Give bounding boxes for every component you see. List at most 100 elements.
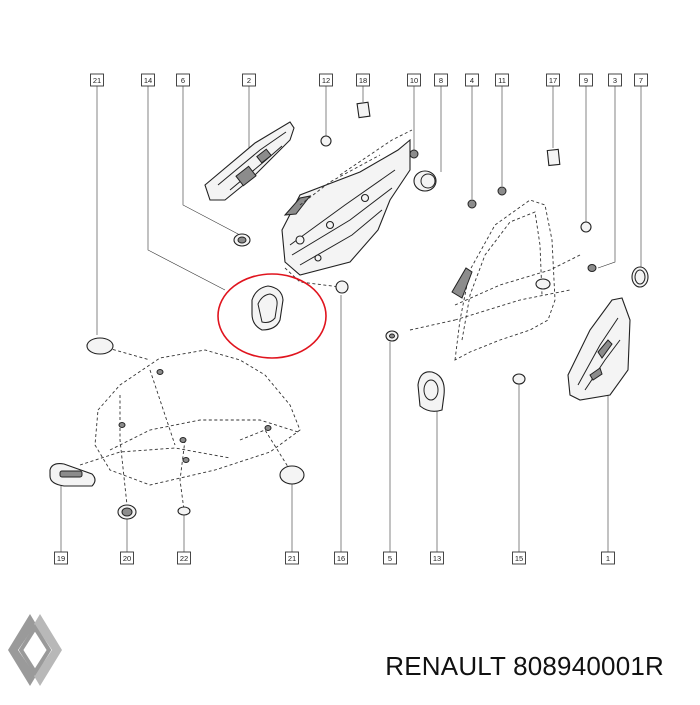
door-inner-mechanism	[281, 129, 413, 288]
callout-3: 3	[597, 73, 622, 269]
door-lower-outline	[79, 344, 301, 511]
part-5-clip	[385, 330, 399, 342]
callout-8: 8	[434, 73, 448, 172]
callout-box	[634, 73, 648, 87]
part-16-clip	[335, 280, 349, 294]
callout-box	[176, 73, 190, 87]
part-21-disc-bottom	[279, 465, 305, 485]
part-17-label	[546, 148, 561, 167]
callout-box	[120, 551, 134, 565]
part-1-trim-panel	[567, 297, 631, 401]
renault-diamond-logo-icon	[8, 614, 62, 686]
callout-label: 22	[180, 554, 188, 563]
callout-box	[383, 551, 397, 565]
part-21-disc-top	[86, 337, 114, 355]
callout-label: 19	[57, 554, 65, 563]
callout-box	[495, 73, 509, 87]
callout-label: 15	[515, 554, 523, 563]
callout-group: 21 14 6 2 12 18 10 8 4 11 17 9 3 7 19 20 22 21 16 5 13 15 1	[54, 73, 648, 565]
brand-name: RENAULT	[385, 651, 506, 681]
callout-10: 10	[407, 73, 421, 150]
callout-label: 3	[613, 76, 617, 85]
callout-16: 16	[334, 295, 348, 565]
callout-17: 17	[546, 73, 560, 148]
part-3-clip	[587, 264, 597, 272]
callout-21: 21	[285, 482, 299, 565]
door-frame	[409, 199, 581, 361]
callout-box	[334, 551, 348, 565]
callout-label: 11	[498, 76, 506, 85]
callout-18: 18	[356, 73, 370, 102]
callout-label: 13	[433, 554, 441, 563]
part-10-clip	[409, 149, 419, 159]
callout-box	[141, 73, 155, 87]
callout-box	[512, 551, 526, 565]
part-18-label	[356, 101, 371, 119]
callout-box	[465, 73, 479, 87]
callout-label: 14	[144, 76, 152, 85]
part-8-disc	[413, 170, 437, 192]
callout-box	[319, 73, 333, 87]
callout-label: 21	[288, 554, 296, 563]
callout-13: 13	[430, 410, 444, 565]
callout-12: 12	[319, 73, 333, 136]
part-22-ring	[177, 506, 191, 516]
callout-15: 15	[512, 384, 526, 565]
callout-label: 9	[584, 76, 588, 85]
callout-11: 11	[495, 73, 509, 186]
callout-box	[90, 73, 104, 87]
callout-2: 2	[242, 73, 256, 155]
part-12-clip	[320, 135, 332, 147]
leader-line	[597, 86, 616, 269]
callout-label: 5	[388, 554, 392, 563]
callout-7: 7	[634, 73, 648, 267]
callout-label: 12	[322, 76, 330, 85]
leader-line	[147, 86, 226, 291]
callout-14: 14	[141, 73, 226, 291]
callout-box	[430, 551, 444, 565]
callout-label: 1	[606, 554, 610, 563]
callout-label: 8	[439, 76, 443, 85]
callout-5: 5	[383, 342, 397, 565]
callout-box	[579, 73, 593, 87]
callout-22: 22	[177, 515, 191, 565]
callout-label: 20	[123, 554, 131, 563]
callout-box	[546, 73, 560, 87]
callout-box	[434, 73, 448, 87]
callout-label: 21	[93, 76, 101, 85]
callout-label: 2	[247, 76, 251, 85]
callout-label: 4	[470, 76, 474, 85]
part-caption: RENAULT 808940001R	[385, 651, 664, 682]
part-7-ring	[631, 266, 649, 288]
callout-1: 1	[601, 380, 615, 565]
callout-19: 19	[54, 486, 68, 565]
callout-box	[356, 73, 370, 87]
part-20-grommet	[117, 504, 137, 520]
leader-line	[182, 86, 241, 236]
callout-box	[54, 551, 68, 565]
callout-label: 10	[410, 76, 418, 85]
part-13-housing	[417, 371, 445, 412]
renault-logo	[2, 610, 68, 690]
callout-box	[407, 73, 421, 87]
part-6-grommet	[233, 233, 251, 247]
part-9-clip	[580, 221, 592, 233]
callout-box	[285, 551, 299, 565]
part-number: 808940001R	[513, 651, 664, 681]
callout-9: 9	[579, 73, 593, 222]
callout-label: 18	[359, 76, 367, 85]
callout-label: 6	[181, 76, 185, 85]
callout-label: 17	[549, 76, 557, 85]
highlight-circle	[217, 273, 327, 359]
callout-label: 16	[337, 554, 345, 563]
callout-4: 4	[465, 73, 479, 199]
callout-label: 7	[639, 76, 643, 85]
callout-box	[608, 73, 622, 87]
callout-box	[242, 73, 256, 87]
callout-6: 6	[176, 73, 241, 236]
part-15-clip	[512, 373, 526, 385]
callout-box	[601, 551, 615, 565]
callout-21: 21	[90, 73, 104, 335]
